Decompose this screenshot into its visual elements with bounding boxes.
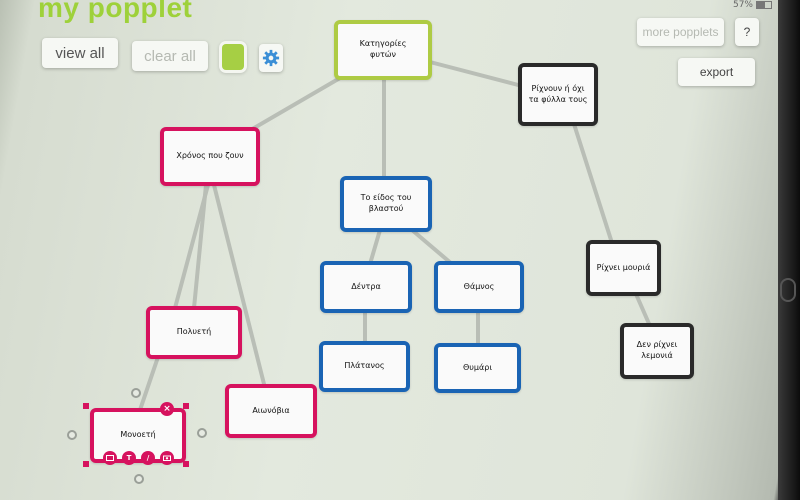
node-stem-type[interactable]: Το είδος του βλαστού [340, 176, 432, 232]
app-title: my popplet [38, 0, 192, 24]
camera-icon [163, 455, 171, 461]
node-label: Δεν ρίχνει λεμονιά [637, 340, 678, 362]
resize-corner-handle[interactable] [83, 403, 89, 409]
node-label: Πλάτανος [344, 361, 384, 372]
node-label: Ρίχνουν ή όχι τα φύλλα τους [529, 84, 588, 106]
draw-tool-icon[interactable]: / [141, 451, 155, 465]
battery-icon [756, 1, 772, 9]
node-plane-tree[interactable]: Πλάτανος [319, 341, 410, 392]
resize-corner-handle[interactable] [83, 461, 89, 467]
node-centuries-old[interactable]: Αιωνόβια [225, 384, 317, 438]
node-plant-categories[interactable]: Κατηγορίες φυτών [334, 20, 432, 80]
node-label: Θάμνος [464, 282, 495, 293]
node-trees[interactable]: Δέντρα [320, 261, 412, 313]
connector-handle-left[interactable] [67, 430, 77, 440]
node-label: Αιωνόβια [252, 406, 289, 417]
delete-node-icon[interactable]: × [160, 402, 174, 416]
connector-handle-bottom[interactable] [134, 474, 144, 484]
node-perennial[interactable]: Πολυετή [146, 306, 242, 359]
color-swatch-button[interactable] [222, 44, 244, 70]
status-bar: 57% [733, 0, 772, 10]
node-label: Μονοετή [120, 430, 155, 441]
resize-corner-handle[interactable] [183, 461, 189, 467]
text-tool-icon[interactable]: T [122, 451, 136, 465]
node-label: Χρόνος που ζουν [176, 151, 243, 162]
battery-percentage: 57% [733, 0, 753, 10]
node-mulberry[interactable]: Ρίχνει μουριά [586, 240, 661, 296]
device-bezel [778, 0, 800, 500]
clear-all-button[interactable]: clear all [132, 41, 208, 71]
image-tool-icon[interactable] [103, 451, 117, 465]
photo-icon [106, 455, 114, 461]
connector-handle-top[interactable] [131, 388, 141, 398]
connector-handle-right[interactable] [197, 428, 207, 438]
node-label: Πολυετή [177, 327, 211, 338]
node-shrubs[interactable]: Θάμνος [434, 261, 524, 313]
node-lemon[interactable]: Δεν ρίχνει λεμονιά [620, 323, 694, 379]
node-label: Κατηγορίες φυτών [360, 39, 407, 61]
more-popplets-button[interactable]: more popplets [637, 18, 724, 46]
view-all-button[interactable]: view all [42, 38, 118, 68]
home-button-icon [780, 278, 796, 302]
gear-icon [262, 49, 280, 67]
node-label: Θυμάρι [463, 363, 492, 374]
resize-corner-handle[interactable] [183, 403, 189, 409]
settings-button[interactable] [259, 44, 283, 72]
node-label: Το είδος του βλαστού [361, 193, 412, 215]
help-button[interactable]: ? [735, 18, 759, 46]
node-label: Δέντρα [351, 282, 380, 293]
node-thyme[interactable]: Θυμάρι [434, 343, 521, 393]
photo-tool-icon[interactable] [160, 451, 174, 465]
node-leaf-drop[interactable]: Ρίχνουν ή όχι τα φύλλα τους [518, 63, 598, 126]
export-button[interactable]: export [678, 58, 755, 86]
node-lifespan[interactable]: Χρόνος που ζουν [160, 127, 260, 186]
node-label: Ρίχνει μουριά [597, 263, 651, 274]
